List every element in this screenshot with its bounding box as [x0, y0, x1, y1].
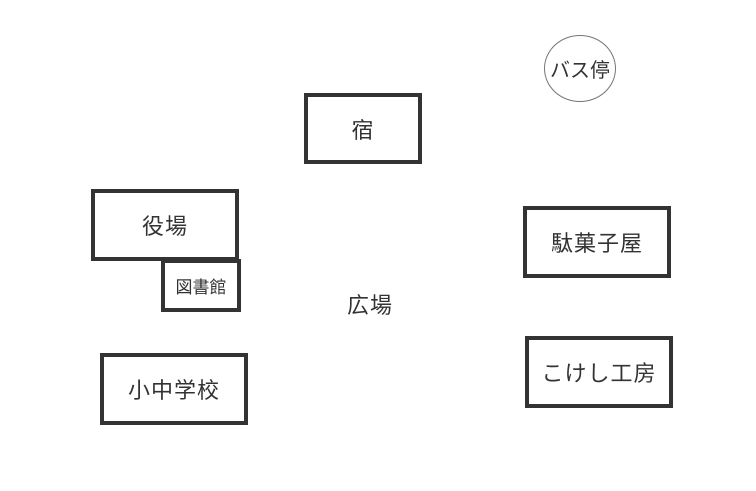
candy-shop-building: 駄菓子屋 [523, 206, 671, 278]
candy-shop-label: 駄菓子屋 [550, 232, 643, 257]
inn-label: 宿 [351, 118, 375, 144]
kokeshi-workshop-label: こけし工房 [541, 362, 657, 387]
library-building: 図書館 [161, 259, 241, 312]
school-label: 小中学校 [127, 379, 220, 404]
plaza-label: 広場 [347, 294, 394, 319]
bus-stop-label: バス停 [550, 58, 610, 82]
library-label: 図書館 [175, 278, 227, 298]
town-hall-label: 役場 [141, 215, 188, 240]
school-building: 小中学校 [100, 353, 248, 425]
bus-stop-marker: バス停 [544, 35, 616, 102]
kokeshi-workshop-building: こけし工房 [525, 336, 673, 408]
town-hall-building: 役場 [91, 189, 239, 261]
inn-building: 宿 [304, 93, 422, 164]
